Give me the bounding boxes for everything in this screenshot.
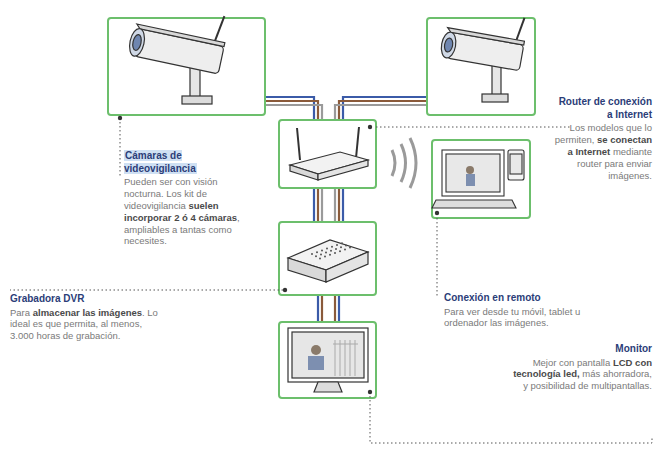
callout-heading-row: Router de conexión a Internet <box>552 96 652 121</box>
callout-heading: Monitor <box>615 343 652 354</box>
callout: Conexión en remotoPara ver desde tu móvi… <box>444 292 594 329</box>
callout: Grabadora DVR Paraalmacenar las imágenes.… <box>10 293 160 342</box>
camera-right <box>439 4 528 102</box>
wifi-waves <box>392 138 416 188</box>
callout-body: Paraalmacenar las imágenes. Lo ideal es … <box>10 307 160 343</box>
callout: MonitorMejor con pantallaLCD con tecnolo… <box>512 343 652 392</box>
camera-left <box>127 0 230 104</box>
router <box>290 127 368 180</box>
callout-heading-row: Monitor <box>512 343 652 356</box>
leader-line <box>10 118 652 443</box>
callout-emphasis: almacenar las imágenes <box>33 307 142 318</box>
callout-heading: Conexión en remoto <box>444 292 541 303</box>
callout-heading-row: Grabadora DVR <box>10 293 160 306</box>
laptop-phone <box>432 150 524 208</box>
callout-heading-row: Conexión en remoto <box>444 292 594 305</box>
callout-body: Pueden ser con visión nocturna. Los kit … <box>124 176 256 247</box>
cable-bundle <box>265 97 427 322</box>
callout-heading-row: Cámaras de videovigilancia <box>124 150 256 175</box>
callout-text: Mejor con pantalla <box>533 357 611 368</box>
callout-heading: Router de conexión a Internet <box>559 96 652 120</box>
leader-dot <box>118 116 439 394</box>
picture-frame <box>108 18 535 398</box>
callout-heading: Grabadora DVR <box>10 293 84 304</box>
callout-heading: Cámaras de videovigilancia <box>124 150 197 174</box>
monitor <box>288 328 368 392</box>
callout-body: Los modelos que lo permiten,se conectan … <box>552 122 652 181</box>
callout: Cámaras de videovigilanciaPueden ser con… <box>124 150 256 247</box>
callout-body: Mejor con pantallaLCD con tecnología led… <box>512 357 652 393</box>
callout: Router de conexión a InternetLos modelos… <box>552 96 652 181</box>
callout-body: Para ver desde tu móvil, tablet u ordena… <box>444 306 594 330</box>
dvr-recorder <box>288 240 368 282</box>
callout-text: Para ver desde tu móvil, tablet u ordena… <box>444 306 580 329</box>
callout-text: Para <box>10 307 30 318</box>
